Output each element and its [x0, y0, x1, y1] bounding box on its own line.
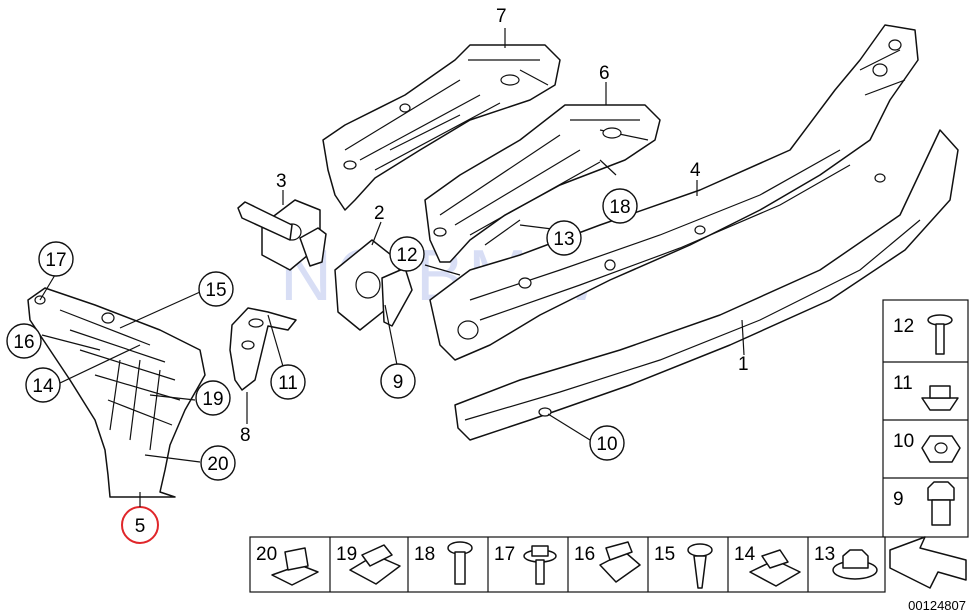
callout-9: 9	[393, 372, 404, 393]
side-label-10: 10	[893, 431, 914, 452]
bottom-label-15: 15	[654, 544, 675, 565]
part-3-mount	[237, 199, 327, 271]
callout-4: 4	[690, 160, 701, 181]
spring-clip-icon	[349, 544, 401, 585]
part-2-plate	[334, 239, 413, 331]
bottom-label-16: 16	[574, 544, 595, 565]
push-rivet-icon	[447, 541, 473, 585]
callout-20: 20	[207, 454, 228, 475]
part-8-bracket	[229, 307, 297, 391]
callout-12: 12	[396, 245, 417, 266]
part-7-bracket	[322, 44, 561, 211]
callout-14: 14	[32, 376, 54, 397]
callout-18: 18	[609, 197, 630, 218]
bottom-label-17: 17	[494, 544, 515, 565]
bottom-label-20: 20	[256, 544, 277, 565]
side-label-12: 12	[893, 316, 914, 337]
speed-nut-icon	[271, 547, 319, 586]
callouts: 7 6 4 3 2 1 8 18 13 12 9 10 11 17 15 16 …	[6, 6, 749, 544]
callout-10: 10	[596, 434, 617, 455]
callout-7: 7	[496, 6, 507, 27]
callout-8: 8	[240, 425, 251, 446]
callout-11: 11	[278, 373, 298, 394]
callout-15: 15	[205, 280, 226, 301]
cage-nut-icon	[749, 549, 801, 587]
callout-13: 13	[553, 229, 574, 250]
callout-2: 2	[374, 203, 385, 224]
tapping-screw-icon	[687, 543, 713, 589]
side-label-11: 11	[893, 373, 913, 394]
callout-6: 6	[599, 63, 610, 84]
bottom-fastener-table: 20 19 18 17 16 15 1	[249, 536, 886, 593]
bottom-label-19: 19	[336, 544, 357, 565]
document-number: 00124807	[908, 598, 966, 613]
callout-17: 17	[45, 250, 66, 271]
bottom-label-13: 13	[814, 544, 835, 565]
part-5-bracket	[27, 287, 206, 498]
washer-screw-icon	[523, 545, 557, 585]
side-fastener-table: 12 11 10 9	[882, 299, 969, 538]
bottom-label-14: 14	[734, 544, 756, 565]
callout-5: 5	[135, 516, 146, 537]
hex-nut-icon	[921, 435, 961, 463]
callout-3: 3	[276, 171, 287, 192]
bottom-label-18: 18	[414, 544, 435, 565]
orientation-arrow-icon	[889, 536, 967, 589]
flange-nut-icon	[832, 549, 878, 580]
callout-16: 16	[13, 332, 34, 353]
screw-icon	[927, 314, 953, 355]
callout-1: 1	[738, 354, 749, 375]
callout-19: 19	[202, 389, 223, 410]
clip-nut-icon	[921, 385, 959, 411]
u-nut-icon	[599, 541, 641, 583]
hex-bolt-icon	[927, 481, 955, 526]
part-6-bracket	[424, 104, 661, 263]
side-label-9: 9	[893, 489, 904, 510]
part-4-carrier	[429, 24, 919, 361]
